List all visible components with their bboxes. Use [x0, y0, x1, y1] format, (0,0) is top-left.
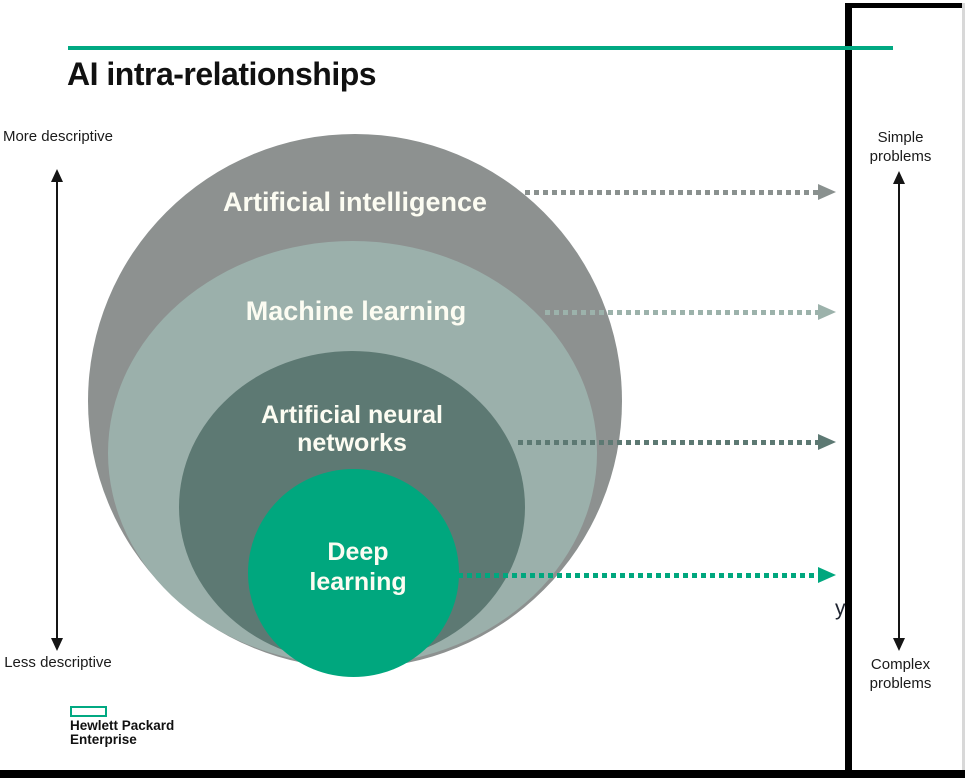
- right-axis-up-arrowhead-icon: [893, 171, 905, 184]
- left-axis-arrow: [56, 182, 58, 638]
- label-artificial-intelligence: Artificial intelligence: [222, 187, 488, 217]
- ann-dotted-arrow: [518, 440, 818, 445]
- ann-arrowhead-icon: [818, 434, 836, 450]
- left-axis-top-label: More descriptive: [2, 128, 114, 145]
- frame-left-border: [845, 3, 852, 770]
- dl-dotted-arrow: [458, 573, 818, 578]
- circle-deep-learning: [248, 469, 459, 677]
- right-axis-arrow: [898, 184, 900, 638]
- page-title: AI intra-relationships: [67, 56, 377, 92]
- hpe-logo-line2: Enterprise: [70, 732, 137, 747]
- left-axis-up-arrowhead-icon: [51, 169, 63, 182]
- label-artificial-neural-networks: Artificial neural networks: [261, 401, 443, 457]
- ai-arrowhead-icon: [818, 184, 836, 200]
- ai-dotted-arrow: [525, 190, 818, 195]
- hpe-logo-line1: Hewlett Packard: [70, 718, 175, 733]
- title-underline: [68, 46, 893, 50]
- right-axis-down-arrowhead-icon: [893, 638, 905, 651]
- dl-arrowhead-icon: [818, 567, 836, 583]
- hpe-logo-wordmark: Hewlett Packard Enterprise: [70, 719, 174, 747]
- left-axis-down-arrowhead-icon: [51, 638, 63, 651]
- right-axis-bottom-label: Complex problems: [869, 656, 932, 692]
- ml-arrowhead-icon: [818, 304, 836, 320]
- frame-bottom-border: [0, 770, 965, 778]
- label-machine-learning: Machine learning: [245, 296, 467, 326]
- frame-right-border: [962, 3, 965, 770]
- clipped-text: y: [835, 597, 846, 620]
- hpe-logo-icon: [70, 706, 107, 717]
- right-axis-top-label: Simple problems: [869, 129, 932, 165]
- ml-dotted-arrow: [545, 310, 818, 315]
- label-deep-learning: Deep learning: [309, 538, 407, 596]
- left-axis-bottom-label: Less descriptive: [4, 654, 112, 671]
- frame-top-border: [845, 3, 965, 8]
